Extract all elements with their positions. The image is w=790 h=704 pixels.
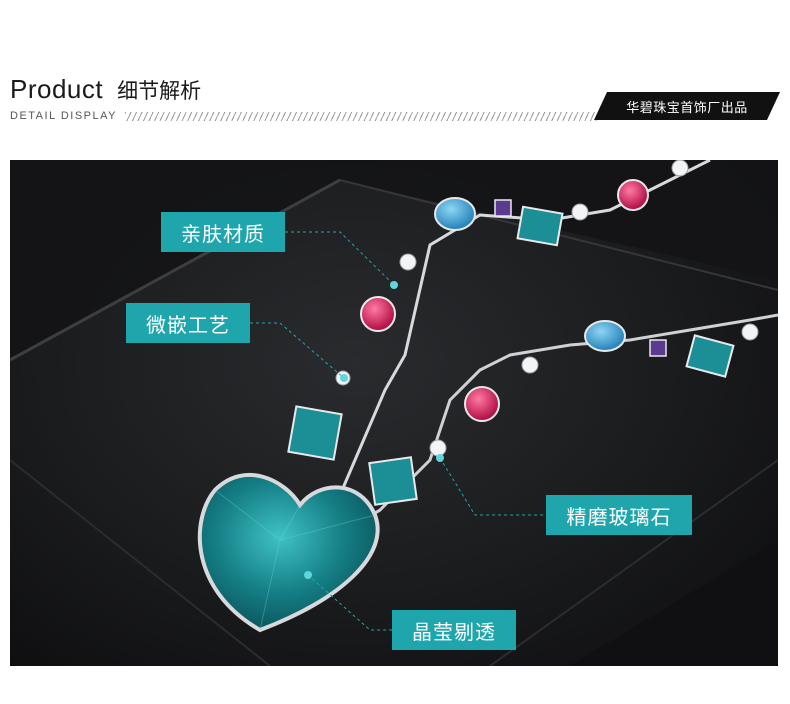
brand-text: 华碧珠宝首饰厂出品 xyxy=(626,100,748,116)
callout-crystal-clear: 晶莹剔透 xyxy=(392,610,516,650)
colored-stones xyxy=(287,179,735,506)
callout-leaders xyxy=(250,231,546,631)
product-photo: 亲肤材质 微嵌工艺 精磨玻璃石 晶莹剔透 xyxy=(10,160,778,666)
jewelry-box xyxy=(10,160,778,666)
slash-divider xyxy=(125,111,600,121)
callout-skin-friendly-material: 亲肤材质 xyxy=(161,212,285,252)
necklace-illustration xyxy=(10,160,778,666)
brand-badge: 华碧珠宝首饰厂出品 xyxy=(594,92,780,120)
subtitle-row: DETAIL DISPLAY xyxy=(10,109,600,123)
page-title-english: Product xyxy=(10,74,104,104)
callout-micro-setting: 微嵌工艺 xyxy=(126,303,250,343)
page-title-chinese: 细节解析 xyxy=(117,79,202,103)
title-row: Product 细节解析 xyxy=(10,74,201,106)
callout-polished-glass-stone: 精磨玻璃石 xyxy=(546,495,692,535)
heart-pendant xyxy=(197,472,380,633)
callout-dots xyxy=(304,281,444,579)
page-subtitle: DETAIL DISPLAY xyxy=(10,110,117,122)
